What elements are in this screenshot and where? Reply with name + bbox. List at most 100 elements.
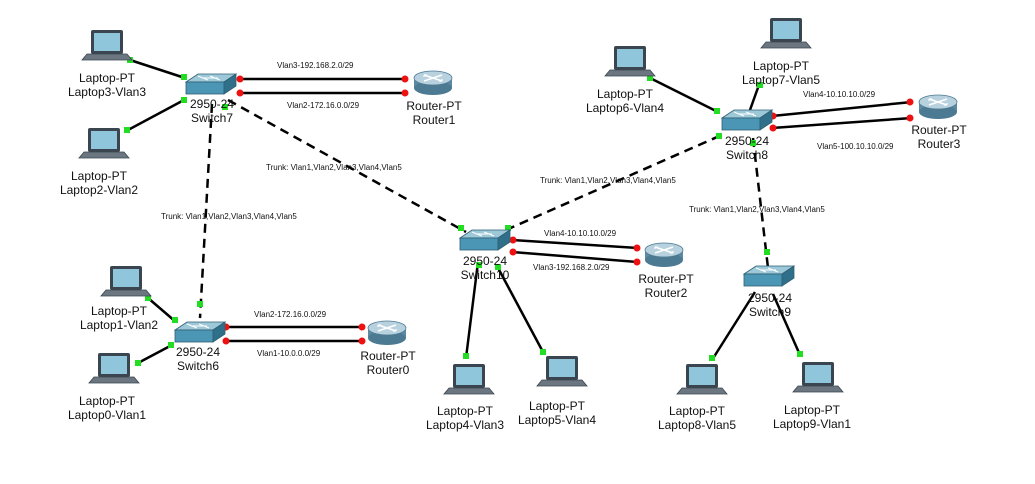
laptop2[interactable]: Laptop-PT Laptop2-Vlan2 xyxy=(60,127,138,197)
trunk-switch10-switch8[interactable] xyxy=(505,132,725,232)
port-down-indicator xyxy=(401,75,409,83)
port-down-indicator xyxy=(769,124,777,132)
trunk-links-layer xyxy=(198,98,770,319)
link-switch10-router2-a[interactable] xyxy=(511,238,639,250)
device-type-label: Laptop-PT xyxy=(753,59,810,73)
switch-model-label: 2950-24 xyxy=(725,134,769,148)
port-up-indicator xyxy=(716,133,722,139)
device-type-label: Laptop-PT xyxy=(91,304,148,318)
port-down-indicator xyxy=(222,337,230,345)
laptop-icon xyxy=(676,363,728,395)
laptop9[interactable]: Laptop-PT Laptop9-Vlan1 xyxy=(773,361,851,431)
link-switch10-laptop5[interactable] xyxy=(495,265,545,353)
link-label-switch8-router3-b: Vlan5-100.10.10.0/29 xyxy=(817,142,894,151)
link-switch9-laptop8[interactable] xyxy=(710,291,757,361)
switch6[interactable]: 2950-24 Switch6 xyxy=(174,321,226,373)
switch8[interactable]: 2950-24 Switch8 xyxy=(721,109,773,162)
link-laptop0-switch6[interactable] xyxy=(137,343,173,365)
port-up-indicator xyxy=(168,342,174,348)
switch-icon xyxy=(743,265,795,287)
link-switch8-router3-b[interactable] xyxy=(771,116,913,130)
trunk-switch7-switch10[interactable] xyxy=(227,98,467,234)
device-type-label: Laptop-PT xyxy=(79,71,136,85)
router-type-label: Router-PT xyxy=(406,99,462,113)
device-name-label: Laptop4-Vlan3 xyxy=(426,418,504,432)
port-up-indicator xyxy=(145,295,151,301)
switch-name-label: Switch8 xyxy=(726,148,768,162)
device-name-label: Laptop5-Vlan4 xyxy=(518,413,596,427)
router2[interactable]: Router-PT Router2 xyxy=(638,242,694,300)
switch-icon xyxy=(721,109,773,131)
laptop-icon xyxy=(81,29,133,61)
device-type-label: Laptop-PT xyxy=(597,87,654,101)
link-label-switch6-router0-b: Vlan1-10.0.0.0/29 xyxy=(257,349,321,358)
port-up-indicator xyxy=(458,225,464,231)
trunk-label-switch10-switch8: Trunk: Vlan1,Vlan2,Vlan3,Vlan4,Vlan5 xyxy=(540,176,676,185)
trunk-switch7-switch6[interactable] xyxy=(198,103,214,319)
laptop-icon xyxy=(536,355,588,387)
laptop7[interactable]: Laptop-PT Laptop7-Vlan5 xyxy=(742,17,820,87)
laptop1[interactable]: Laptop-PT Laptop1-Vlan2 xyxy=(80,265,158,332)
trunk-label-switch7-switch10: Trunk: Vlan1,Vlan2,Vlan3,Vlan4,Vlan5 xyxy=(266,163,402,172)
port-up-indicator xyxy=(135,360,141,366)
router3[interactable]: Router-PT Router3 xyxy=(911,94,967,151)
device-name-label: Laptop7-Vlan5 xyxy=(742,73,820,87)
laptop3[interactable]: Laptop-PT Laptop3-Vlan3 xyxy=(68,29,146,99)
device-type-label: Laptop-PT xyxy=(529,399,586,413)
router-icon xyxy=(644,242,684,268)
switch-model-label: 2950-24 xyxy=(176,345,220,359)
port-down-indicator xyxy=(633,244,641,252)
device-type-label: Laptop-PT xyxy=(79,394,136,408)
link-laptop2-switch7[interactable] xyxy=(127,98,185,132)
link-switch8-router3-a[interactable] xyxy=(771,100,913,118)
port-up-indicator xyxy=(124,127,130,133)
router1[interactable]: Router-PT Router1 xyxy=(406,70,462,127)
device-name-label: Laptop1-Vlan2 xyxy=(80,318,158,332)
trunk-label-switch7-switch6: Trunk: Vlan1,Vlan2,Vlan3,Vlan4,Vlan5 xyxy=(161,212,297,221)
port-up-indicator xyxy=(540,349,546,355)
device-type-label: Laptop-PT xyxy=(669,404,726,418)
router-icon xyxy=(918,94,958,120)
switch-icon xyxy=(185,73,237,95)
laptop-icon xyxy=(604,45,656,77)
link-laptop6-switch8[interactable] xyxy=(649,76,719,114)
switch7[interactable]: 2950-24 Switch7 xyxy=(185,73,237,125)
link-switch10-laptop4[interactable] xyxy=(464,261,480,359)
router-icon xyxy=(367,320,407,346)
link-label-switch8-router3-a: Vlan4-10.10.10.0/29 xyxy=(803,90,876,99)
port-up-indicator xyxy=(495,264,501,270)
laptop6[interactable]: Laptop-PT Laptop6-Vlan4 xyxy=(586,45,664,115)
router0[interactable]: Router-PT Router0 xyxy=(360,320,416,377)
port-up-indicator xyxy=(714,108,720,114)
link-laptop3-switch7[interactable] xyxy=(129,58,186,80)
laptop8[interactable]: Laptop-PT Laptop8-Vlan5 xyxy=(658,363,736,432)
router-name-label: Router2 xyxy=(645,286,688,300)
links-layer xyxy=(127,58,913,365)
device-type-label: Laptop-PT xyxy=(437,404,494,418)
port-down-indicator xyxy=(236,75,244,83)
trunk-label-switch8-switch9: Trunk: Vlan1,Vlan2,Vlan3,Vlan4,Vlan5 xyxy=(689,205,825,214)
device-name-label: Laptop6-Vlan4 xyxy=(586,101,664,115)
laptop4[interactable]: Laptop-PT Laptop4-Vlan3 xyxy=(426,363,504,432)
switch10[interactable]: 2950-24 Switch10 xyxy=(459,229,511,282)
switch-model-label: 2950-24 xyxy=(748,291,792,305)
router-type-label: Router-PT xyxy=(638,272,694,286)
router-name-label: Router0 xyxy=(367,363,410,377)
link-switch9-laptop9[interactable] xyxy=(771,293,802,356)
switch9[interactable]: 2950-24 Switch9 xyxy=(743,265,795,319)
port-up-indicator xyxy=(750,140,756,146)
laptop0[interactable]: Laptop-PT Laptop0-Vlan1 xyxy=(68,352,146,422)
port-up-indicator xyxy=(757,82,763,88)
trunk-switch8-switch9[interactable] xyxy=(751,137,770,269)
port-up-indicator xyxy=(647,75,653,81)
link-label-switch10-router2-b: Vlan3-192.168.2.0/29 xyxy=(533,263,610,272)
link-laptop1-switch6[interactable] xyxy=(147,297,177,323)
router-type-label: Router-PT xyxy=(360,349,416,363)
port-up-indicator xyxy=(181,97,187,103)
laptop5[interactable]: Laptop-PT Laptop5-Vlan4 xyxy=(518,355,596,427)
device-type-label: Laptop-PT xyxy=(784,403,841,417)
link-switch10-router2-b[interactable] xyxy=(511,250,639,264)
port-down-indicator xyxy=(906,114,914,122)
port-up-indicator xyxy=(797,351,803,357)
